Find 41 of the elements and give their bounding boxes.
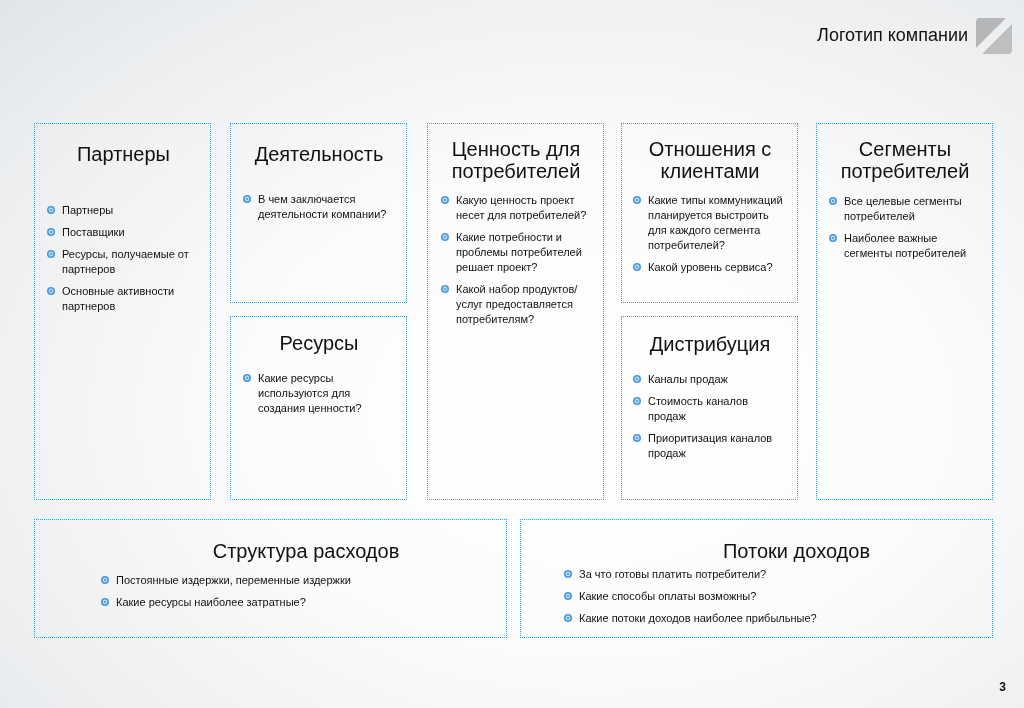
block-heading: Деятельность — [254, 143, 384, 165]
bullet-text: Каналы продаж — [648, 372, 729, 387]
header-text: Логотип компании — [817, 24, 968, 46]
bullet-text: Какой уровень сервиса? — [648, 260, 774, 275]
canvas-block — [230, 123, 407, 303]
bullet-text: Стоимость каналов продаж — [648, 394, 749, 424]
block-heading: Дистрибуция — [649, 333, 771, 355]
bullet-text: Основные активности партнеров — [62, 284, 176, 314]
block-heading: Партнеры — [76, 143, 171, 165]
bullet-text: Какие ресурсы используются для создания ценности? — [258, 371, 363, 416]
block-heading: Ценность для потребителей — [451, 138, 581, 182]
bullet-text: Какие потоки доходов наиболее прибыльные? — [579, 611, 818, 626]
canvas-block — [520, 519, 993, 638]
canvas-block — [34, 519, 507, 638]
canvas-block — [816, 123, 993, 500]
bullet-text: Какие типы коммуникаций планируется выстроить для каждого сегмента потребителей? — [648, 193, 784, 253]
bullet-text: Наиболее важные сегменты потребителей — [844, 231, 968, 261]
canvas-block — [230, 316, 407, 500]
bullet-text: Ресурсы, получаемые от партнеров — [62, 247, 190, 277]
canvas-block — [427, 123, 604, 500]
bullet-text: Приоритизация каналов продаж — [648, 431, 774, 461]
bullet-text: Какие ресурсы наиболее затратные? — [116, 595, 307, 610]
canvas-block — [34, 123, 211, 500]
bullet-text: Поставщики — [62, 225, 126, 240]
block-heading: Отношения с клиентами — [648, 138, 772, 182]
bullet-text: В чем заключается деятельности компании? — [258, 192, 388, 222]
bullet-text: Какой набор продуктов/услуг предоставляется потребителям? — [456, 282, 579, 327]
block-heading: Потоки доходов — [722, 540, 871, 562]
bullet-text: Какие потребности и проблемы потребителей решает проект? — [456, 230, 583, 275]
bullet-text: Какую ценность проект несет для потребителей? — [456, 193, 588, 223]
bullet-text: За что готовы платить потребители? — [579, 567, 768, 582]
canvas-block — [621, 123, 798, 303]
block-heading: Ресурсы — [279, 332, 359, 354]
bullet-text: Постоянные издержки, переменные издержки — [116, 573, 352, 588]
bullet-text: Какие способы оплаты возможны? — [579, 589, 758, 604]
bullet-text: Все целевые сегменты потребителей — [844, 194, 963, 224]
block-heading: Структура расходов — [212, 540, 400, 562]
canvas-block — [621, 316, 798, 500]
block-heading: Сегменты потребителей — [840, 138, 970, 182]
page-number: 3 — [999, 679, 1006, 695]
bullet-text: Партнеры — [62, 203, 115, 218]
